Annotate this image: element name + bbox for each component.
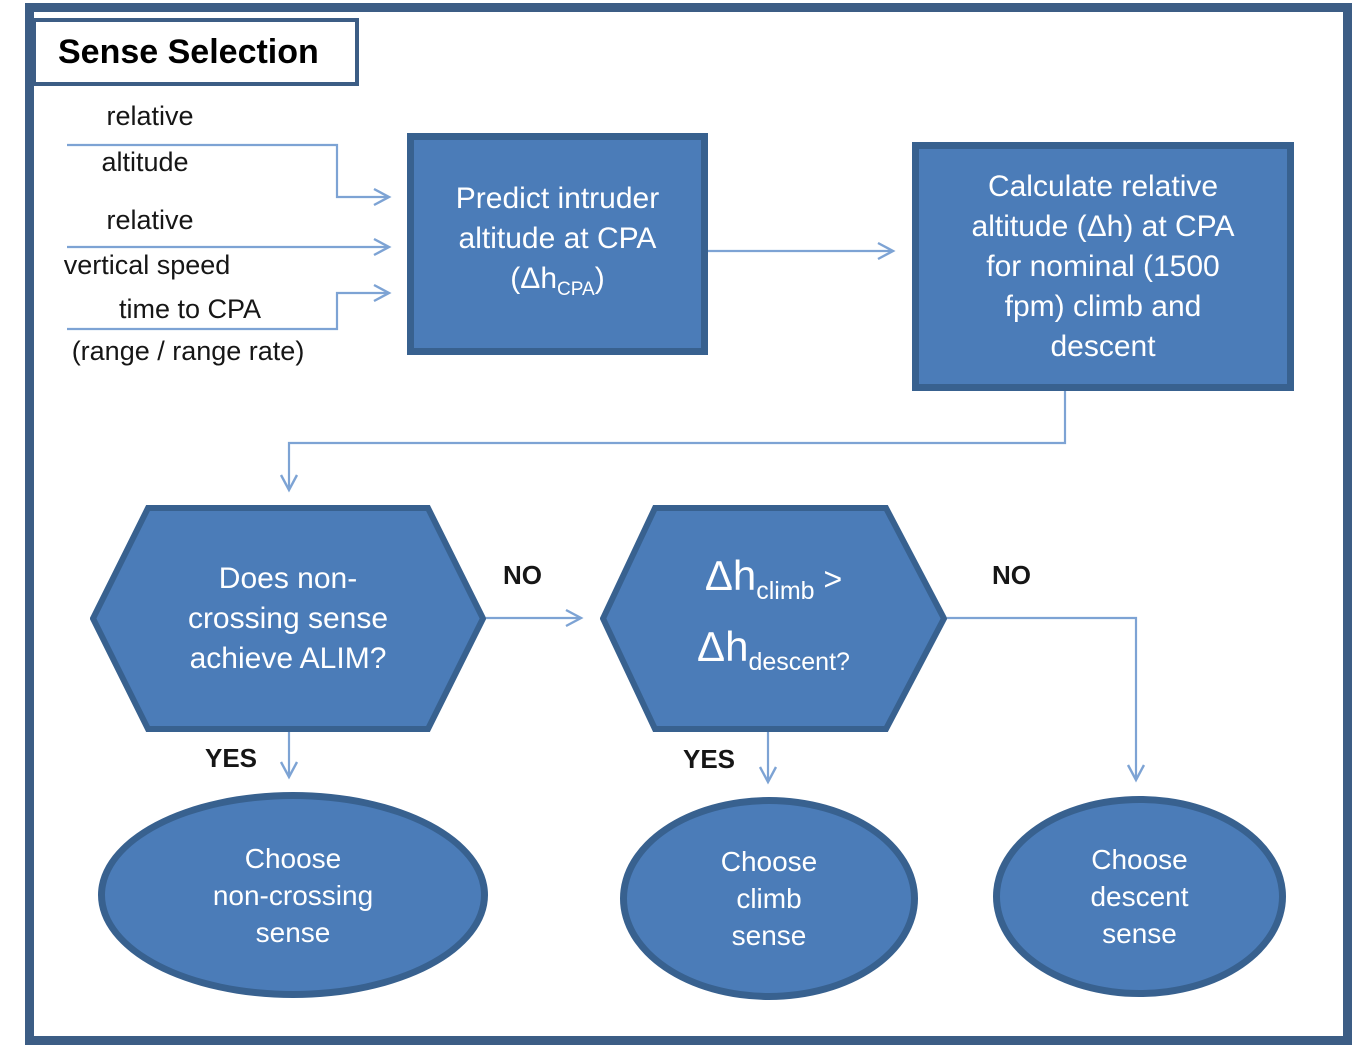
input-relative-altitude-word1: relative [106, 101, 194, 131]
diagram-title: Sense Selection [58, 32, 319, 71]
edge-label-no-1: NO [503, 560, 542, 590]
decision-noncrossing-hexagon [90, 505, 486, 732]
connector-calculate-to-decision1 [279, 391, 1067, 493]
predict-box-formula: (ΔhCPA) [510, 261, 605, 300]
formula-line-climb: Δhclimb > [704, 551, 843, 605]
edge-label-yes-1: YES [205, 743, 258, 773]
input-relative-vertical-speed-word2: vertical speed [63, 250, 231, 280]
diagram-title-box: Sense Selection [32, 18, 359, 86]
input-relative-vertical-speed-word1: relative [106, 205, 194, 235]
diagram-border [25, 3, 1352, 1045]
input-time-to-cpa-word1: time to CPA [118, 294, 262, 324]
connector-time-to-cpa [67, 283, 392, 331]
input-relative-altitude-word2: altitude [101, 147, 189, 177]
connector-relative-altitude [67, 143, 392, 207]
edge-label-yes-2: YES [683, 744, 736, 774]
decision-climb-vs-descent-hexagon [600, 505, 947, 732]
connector-decision2-no-to-descent [947, 616, 1146, 783]
input-time-to-cpa-word2: (range / range rate) [71, 336, 305, 366]
edge-label-no-2: NO [992, 560, 1031, 590]
decision-climb-vs-descent-text: Δhclimb > Δhdescent? [600, 505, 947, 732]
formula-line-descent: Δhdescent? [697, 622, 850, 676]
